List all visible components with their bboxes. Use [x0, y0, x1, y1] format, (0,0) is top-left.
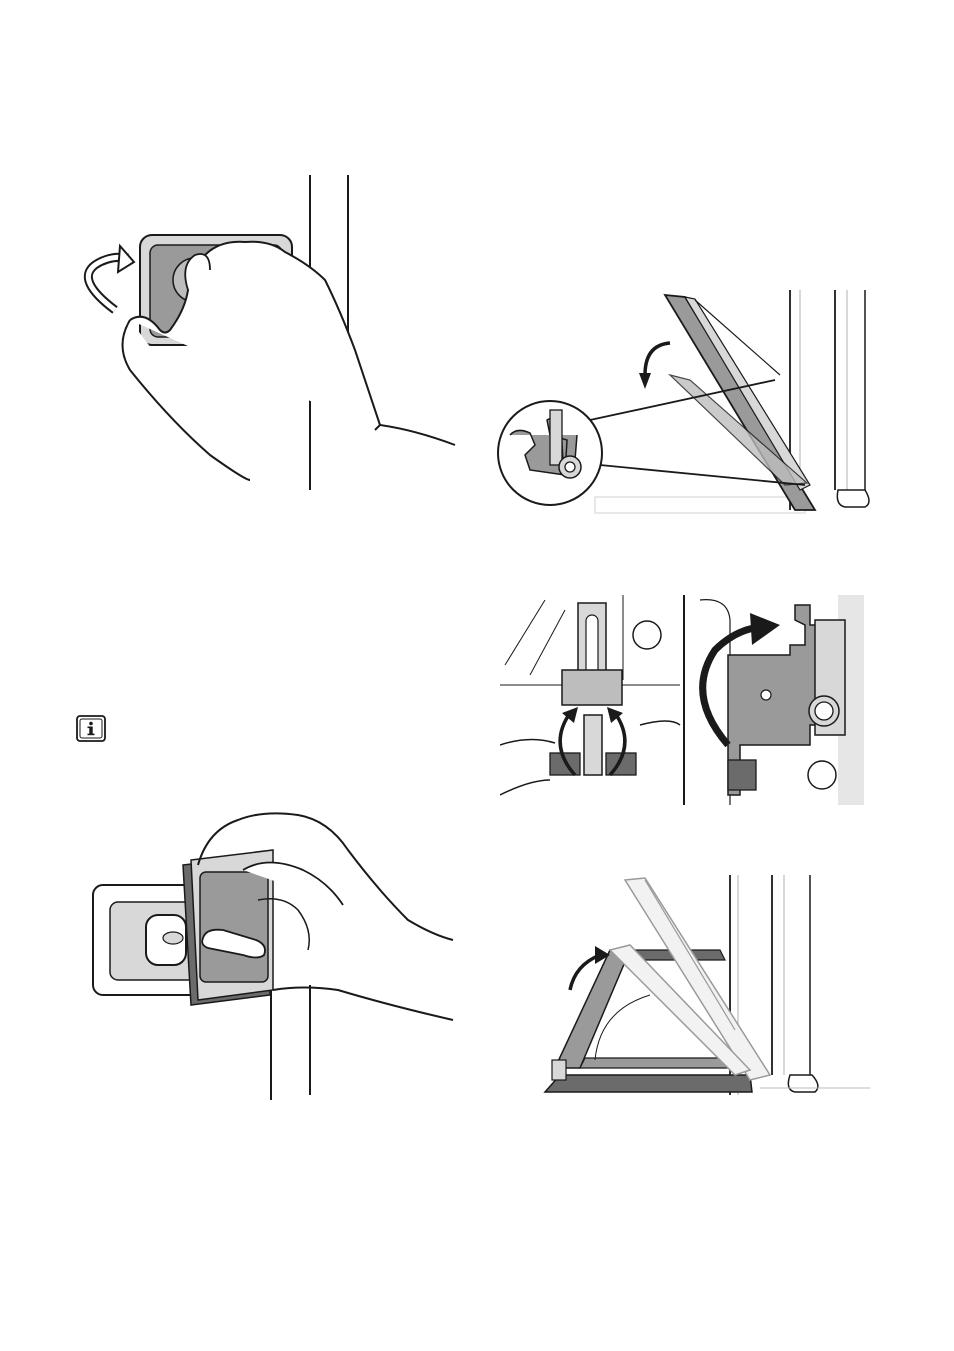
figure-refit-lamp-cover	[88, 810, 458, 1105]
door-hinge-magnified-illustration	[495, 285, 885, 520]
figure-hinge-clips-closeup	[500, 595, 870, 810]
curved-arrow-icon	[639, 373, 651, 389]
door-removal-illustration	[540, 870, 870, 1100]
curved-arrow-icon	[118, 246, 134, 272]
hand-fitting-cover-illustration	[88, 810, 458, 1105]
hinge-clips-rotate-illustration	[500, 595, 870, 810]
figure-remove-lamp-cover	[70, 170, 470, 490]
hand-turning-cover-illustration	[70, 170, 470, 490]
curved-arrow-icon	[750, 613, 780, 645]
figure-door-hinge-lever	[495, 285, 885, 520]
figure-door-lift-off	[540, 870, 870, 1100]
information-icon	[76, 715, 106, 742]
